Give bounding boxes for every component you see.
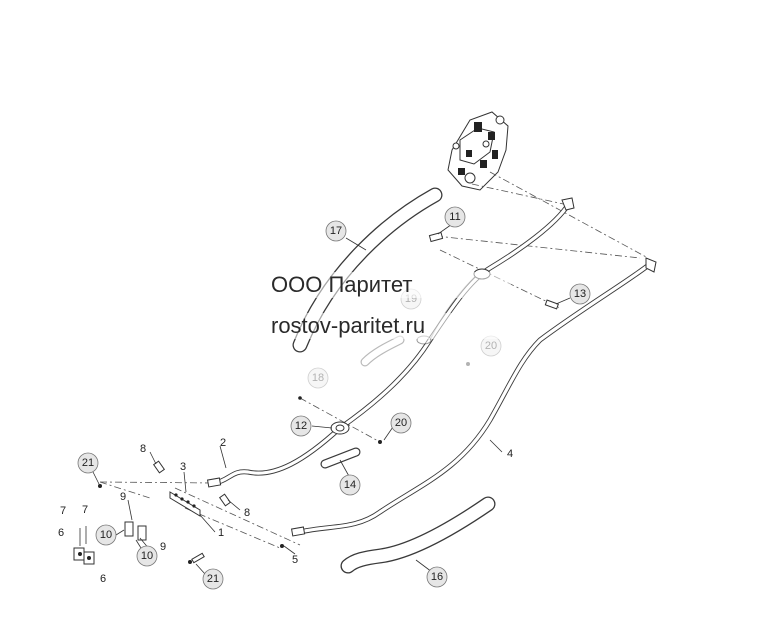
svg-text:21: 21	[207, 573, 219, 585]
label-4: 4	[507, 448, 513, 460]
label-2: 2	[220, 437, 226, 449]
label-8-lower: 8	[244, 507, 250, 519]
svg-text:21: 21	[82, 457, 94, 469]
fitting-6	[73, 547, 95, 565]
hose-19	[360, 335, 405, 367]
callout-11: 11	[444, 206, 466, 228]
coupling-10	[124, 521, 147, 541]
svg-text:20: 20	[395, 417, 407, 429]
callout-18: 18	[307, 367, 329, 389]
svg-text:10: 10	[100, 529, 112, 541]
control-valve-assembly	[447, 111, 509, 191]
svg-text:13: 13	[574, 288, 586, 300]
callout-10-upper: 10	[95, 524, 117, 546]
label-7-left: 7	[60, 505, 66, 517]
svg-text:20: 20	[485, 340, 497, 352]
callout-16: 16	[426, 566, 448, 588]
label-9-upper: 9	[120, 491, 126, 503]
tube-4	[299, 262, 652, 535]
alignment-lines	[99, 171, 649, 549]
svg-text:18: 18	[312, 372, 324, 384]
svg-text:11: 11	[449, 211, 460, 223]
label-5: 5	[292, 554, 298, 566]
label-7-right: 7	[82, 504, 88, 516]
callout-21-lower: 21	[202, 568, 224, 590]
callout-14: 14	[339, 474, 361, 496]
svg-text:12: 12	[295, 420, 307, 432]
hose-14	[320, 447, 361, 469]
label-6-lower: 6	[100, 573, 106, 585]
plain-labels: 2 4 3 8 8 1 5 9 9 7 7 6 6	[58, 437, 513, 585]
label-3: 3	[180, 461, 186, 473]
callout-20-lower: 20	[390, 412, 412, 434]
hose-16	[340, 496, 496, 574]
tube-2	[214, 203, 571, 486]
watermark-website: rostov-paritet.ru	[271, 313, 511, 339]
callout-10-lower: 10	[136, 545, 158, 567]
watermark-company-name: ООО Паритет	[271, 272, 511, 298]
bracket-3	[169, 491, 201, 517]
svg-text:10: 10	[141, 550, 153, 562]
clamp-12	[330, 421, 350, 435]
callout-20-upper: 20	[480, 335, 502, 357]
callout-21-upper: 21	[77, 452, 99, 474]
callout-13: 13	[569, 283, 591, 305]
svg-text:17: 17	[330, 225, 342, 237]
label-6-upper: 6	[58, 527, 64, 539]
label-1: 1	[218, 527, 224, 539]
label-8-upper: 8	[140, 443, 146, 455]
svg-text:14: 14	[344, 479, 356, 491]
callout-17: 17	[325, 220, 347, 242]
svg-text:16: 16	[431, 571, 443, 583]
label-9-lower: 9	[160, 541, 166, 553]
tube-fittings	[206, 197, 657, 537]
callout-12: 12	[290, 415, 312, 437]
